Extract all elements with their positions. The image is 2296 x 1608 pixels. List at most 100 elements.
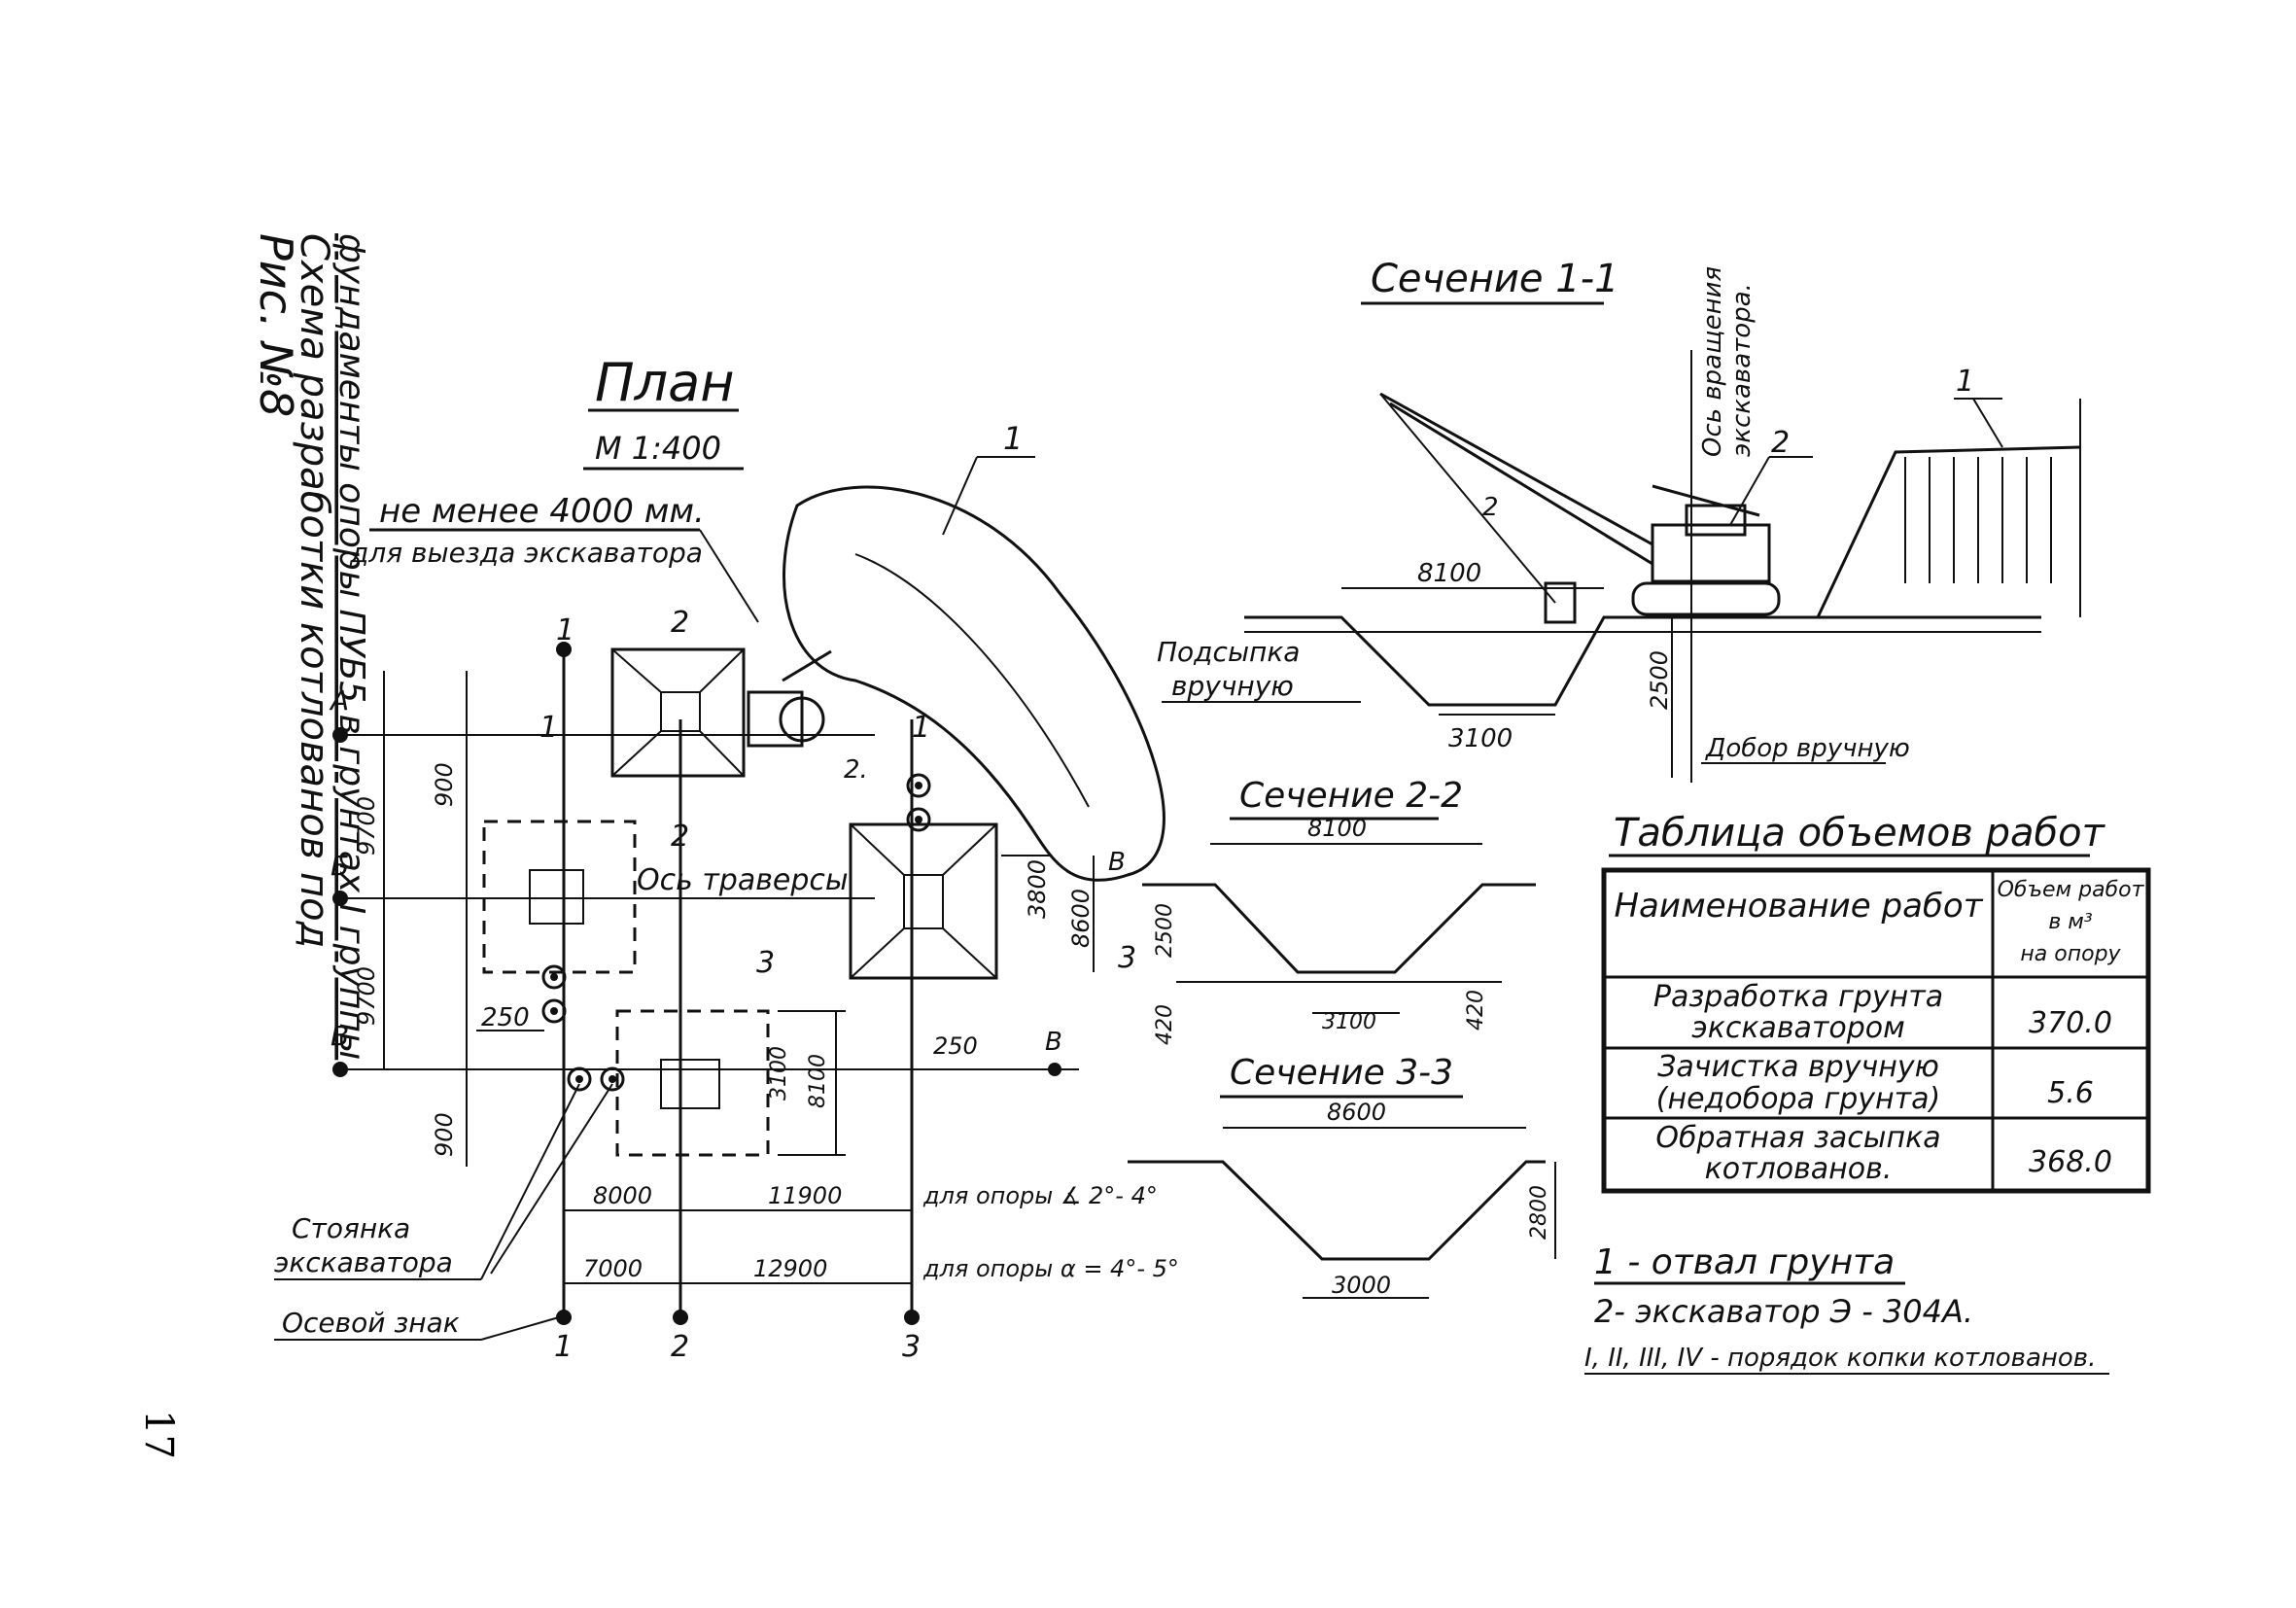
- section-1-width: 8100: [1417, 559, 1481, 588]
- underdig-manual: Добор вручную: [1705, 734, 1910, 763]
- pit-I: [610, 647, 746, 778]
- section-1-excavator-label: 2: [1482, 493, 1499, 522]
- axis-number-1: 1: [554, 1330, 573, 1364]
- excavator-side-icon: [1379, 392, 1781, 624]
- section-3-depth: 2800: [1527, 1185, 1551, 1240]
- section-2-depth: 2500: [1153, 903, 1177, 958]
- legend-item-3: I, II, III, IV - порядок копки котловано…: [1584, 1344, 2096, 1373]
- table-row-3-value: 368.0: [2029, 1145, 2112, 1179]
- svg-text:2.: 2.: [844, 755, 868, 785]
- svg-text:3: 3: [1118, 941, 1136, 975]
- table-row-2-name-2: (недобора грунта): [1656, 1082, 1940, 1116]
- dim-250-left: 250: [481, 1003, 530, 1032]
- section-2-2: Сечение 2-2 8100 3100 2500 420 420: [1142, 776, 1536, 1045]
- pit-IV: [615, 1009, 770, 1157]
- dim-250-right: 250: [933, 1032, 978, 1060]
- dim-3100-pit: 3100: [767, 1046, 791, 1101]
- page-number-group: 17: [136, 1410, 181, 1459]
- rotation-axis-1: Ось вращения: [1698, 266, 1727, 457]
- section-1-spoil: [1816, 445, 2081, 618]
- table-row-1-name-1: Разработка грунта: [1653, 980, 1943, 1014]
- section-3-profile: [1128, 1160, 1546, 1261]
- for-support-1: для опоры ∡ 2°- 4°: [922, 1182, 1158, 1209]
- dim-900-top: 900: [431, 762, 458, 807]
- table-header-volume-1: Объем работ: [1998, 878, 2145, 902]
- section-1-depth: 2500: [1646, 650, 1673, 710]
- figure-title-line-1: Рис. №8: [250, 233, 302, 417]
- dim-8100-pit: 8100: [806, 1054, 830, 1108]
- figure-title: Рис. №8 Схема разработки котлованов под …: [250, 233, 371, 1060]
- dim-9700-bottom: 9700: [353, 966, 380, 1026]
- table-header-name: Наименование работ: [1614, 887, 1983, 926]
- dim-8000: 8000: [593, 1182, 652, 1209]
- dim-12900: 12900: [753, 1255, 827, 1282]
- volumes-table: Таблица объемов работ Наименование работ…: [1601, 811, 2151, 1194]
- fill-manual-1: Подсыпка: [1157, 636, 1300, 668]
- svg-text:2: 2: [1771, 426, 1790, 460]
- plan-note-line2: для выезда экскаватора: [349, 537, 703, 569]
- section-3-title: Сечение 3-3: [1230, 1053, 1453, 1093]
- section-2-title: Сечение 2-2: [1239, 776, 1463, 816]
- dim-9700-top: 9700: [353, 796, 380, 856]
- section-2-left-small: 420: [1153, 1004, 1177, 1045]
- section-3-3: Сечение 3-3 8600 3000 2800: [1128, 1053, 1556, 1299]
- dim-7000: 7000: [583, 1255, 643, 1282]
- excavator-stop-2: экскаватора: [274, 1246, 453, 1278]
- svg-text:В: В: [1108, 848, 1126, 877]
- section-2-profile: [1142, 883, 1536, 974]
- table-row-2-name-1: Зачистка вручную: [1657, 1050, 1939, 1084]
- section-1-1: Сечение 1-1 Ось вращения экскаватора. 81…: [1157, 257, 2081, 783]
- table-row-1-value: 370.0: [2029, 1006, 2112, 1040]
- section-1-heap-label: 1: [1956, 365, 1974, 399]
- fill-manual-2: вручную: [1171, 670, 1294, 702]
- row-letter-a: А: [329, 684, 349, 717]
- svg-text:3: 3: [756, 946, 775, 980]
- axis-sign-label: Осевой знак: [282, 1307, 460, 1339]
- dim-900-bottom: 900: [431, 1112, 458, 1157]
- plan-view: План М 1:400 не менее 4000 мм. для выезд…: [274, 352, 1179, 1364]
- table-header-volume-3: на опору: [2020, 942, 2121, 966]
- plan-note-line1: не менее 4000 мм.: [379, 492, 705, 531]
- table-header-volume-2: в м³: [2048, 910, 2093, 934]
- plan-title: План: [595, 352, 735, 413]
- table-row-3-name-1: Обратная засыпка: [1655, 1121, 1940, 1155]
- table-row-1-name-2: экскаватором: [1691, 1011, 1905, 1045]
- section-2-right-small: 420: [1464, 990, 1488, 1031]
- table-row-3-name-2: котлованов.: [1705, 1152, 1893, 1186]
- svg-text:2: 2: [671, 820, 689, 854]
- plan-scale: М 1:400: [595, 430, 721, 467]
- table-row-2-value: 5.6: [2047, 1076, 2094, 1110]
- spoil-heap-outline: [783, 485, 1165, 882]
- row-letter-v: В: [330, 1020, 349, 1052]
- table-title: Таблица объемов работ: [1614, 811, 2106, 856]
- section-1-bottom: 3100: [1448, 724, 1513, 753]
- section-2-bottom: 3100: [1322, 1010, 1376, 1034]
- plan-heap-label-1: 1: [1003, 420, 1023, 457]
- dim-3800: 3800: [1024, 859, 1051, 919]
- section-2-width: 8100: [1307, 815, 1367, 842]
- dim-11900: 11900: [768, 1182, 842, 1209]
- section-1-title: Сечение 1-1: [1371, 257, 1619, 301]
- spoil-heap-ridge: [854, 553, 1090, 808]
- row-letter-v-right: В: [1045, 1028, 1062, 1057]
- dim-8600: 8600: [1067, 889, 1095, 948]
- axis-number-3: 3: [902, 1330, 921, 1364]
- svg-text:1: 1: [539, 711, 558, 745]
- pit-II: [482, 820, 637, 974]
- excavator-plan-icon: [747, 649, 832, 748]
- svg-text:2: 2: [671, 606, 689, 640]
- figure-title-line-3: фундаменты опоры ПУБ5 в грунтах I группы: [331, 233, 371, 1060]
- legend-item-1: 1 - отвал грунта: [1594, 1242, 1895, 1282]
- page-number: 17: [136, 1410, 181, 1459]
- excavator-stop-1: Стоянка: [292, 1212, 410, 1244]
- section-3-width: 8600: [1327, 1099, 1386, 1126]
- rotation-axis-2: экскаватора.: [1727, 283, 1757, 457]
- axis-number-1-top: 1: [556, 613, 574, 647]
- for-support-2: для опоры α = 4°- 5°: [922, 1255, 1179, 1282]
- legend-item-2: 2- экскаватор Э - 304А.: [1594, 1293, 1973, 1330]
- axis-marker-1-top: [556, 642, 572, 657]
- row-letter-b: Б: [330, 850, 349, 882]
- axis-number-2: 2: [671, 1330, 689, 1364]
- traverse-axis-label: Ось траверсы: [637, 863, 849, 897]
